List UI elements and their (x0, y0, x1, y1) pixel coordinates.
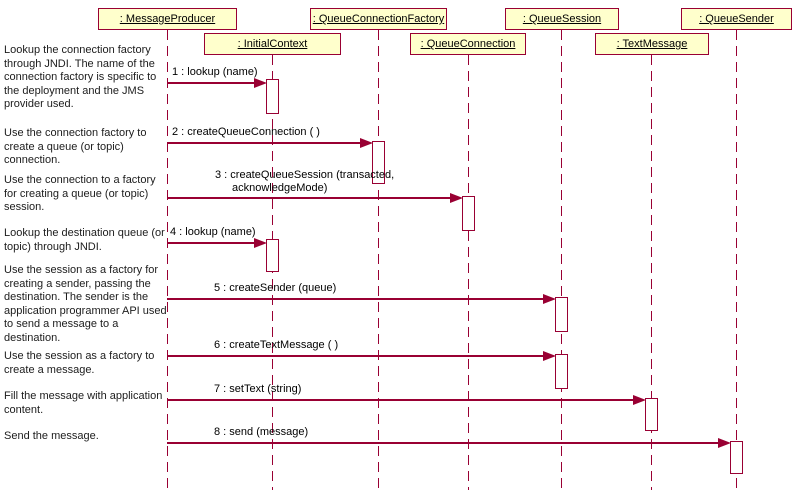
arrow-line (167, 442, 723, 444)
arrowhead-icon (718, 438, 731, 448)
lifeline-queue-connection (468, 55, 469, 490)
actor-box-initial-context: : InitialContext (204, 33, 341, 55)
arrowhead-icon (543, 294, 556, 304)
arrow-line (167, 355, 548, 357)
annotation-8: Send the message. (4, 430, 99, 442)
arrowhead-icon (543, 351, 556, 361)
message-arrow-5 (167, 294, 556, 304)
lifeline-queue-sender (736, 30, 737, 490)
actor-label-queue-sender: : QueueSender (699, 13, 774, 25)
actor-box-queue-sender: : QueueSender (681, 8, 792, 30)
activation-text-message (645, 398, 658, 431)
actor-box-queue-session: : QueueSession (505, 8, 619, 30)
message-arrow-3 (167, 193, 463, 203)
lifeline-text-message (651, 55, 652, 490)
message-arrow-6 (167, 351, 556, 361)
activation-queue-sender (730, 441, 743, 474)
actor-label-queue-connection: : QueueConnection (420, 38, 516, 50)
arrow-line (167, 142, 365, 144)
lifeline-queue-session (561, 30, 562, 490)
activation-initial-context-1 (266, 79, 279, 114)
message-label-1: 1 : lookup (name) (172, 66, 258, 78)
actor-box-message-producer: : MessageProducer (98, 8, 237, 30)
annotation-4: Lookup the destination queue (or topic) … (4, 227, 165, 253)
actor-label-message-producer: : MessageProducer (119, 13, 216, 25)
message-label-2: 2 : createQueueConnection ( ) (172, 126, 320, 138)
annotation-7: Fill the message with application conten… (4, 390, 163, 416)
message-arrow-4 (167, 238, 267, 248)
actor-box-text-message: : TextMessage (595, 33, 709, 55)
lifeline-message-producer (167, 30, 168, 490)
arrowhead-icon (254, 78, 267, 88)
lifeline-initial-context (272, 55, 273, 490)
activation-queue-session-1 (555, 297, 568, 332)
annotation-5: Use the session as a factory for creatin… (4, 264, 167, 344)
annotation-6: Use the session as a factory to create a… (4, 350, 155, 376)
arrow-line (167, 399, 638, 401)
message-arrow-7 (167, 395, 646, 405)
activation-queue-connection (462, 196, 475, 231)
message-label-6: 6 : createTextMessage ( ) (214, 339, 339, 351)
arrow-line (167, 197, 455, 199)
arrow-line (167, 242, 259, 244)
activation-initial-context-2 (266, 239, 279, 272)
actor-label-text-message: : TextMessage (616, 38, 688, 50)
message-arrow-2 (167, 138, 373, 148)
message-label-7: 7 : setText (string) (214, 383, 302, 395)
annotation-3: Use the connection to a factory for crea… (4, 174, 156, 213)
message-arrow-1 (167, 78, 267, 88)
lifeline-queue-connection-factory (378, 30, 379, 490)
actor-box-queue-connection-factory: : QueueConnectionFactory (310, 8, 447, 30)
activation-queue-session-2 (555, 354, 568, 389)
arrowhead-icon (633, 395, 646, 405)
activation-queue-connection-factory (372, 141, 385, 184)
arrow-line (167, 82, 259, 84)
message-arrow-8 (167, 438, 731, 448)
arrowhead-icon (360, 138, 373, 148)
message-label-4: 4 : lookup (name) (170, 226, 256, 238)
actor-box-queue-connection: : QueueConnection (410, 33, 526, 55)
message-label-5: 5 : createSender (queue) (214, 282, 337, 294)
actor-label-queue-session: : QueueSession (522, 13, 602, 25)
arrowhead-icon (450, 193, 463, 203)
actor-label-initial-context: : InitialContext (237, 38, 308, 50)
annotation-1: Lookup the connection factory through JN… (4, 44, 157, 110)
actor-label-queue-connection-factory: : QueueConnectionFactory (312, 13, 445, 25)
message-label-3: 3 : createQueueSession (transacted, ackn… (215, 169, 395, 194)
annotation-2: Use the connection factory to create a q… (4, 127, 147, 166)
arrowhead-icon (254, 238, 267, 248)
message-label-8: 8 : send (message) (214, 426, 309, 438)
arrow-line (167, 298, 548, 300)
